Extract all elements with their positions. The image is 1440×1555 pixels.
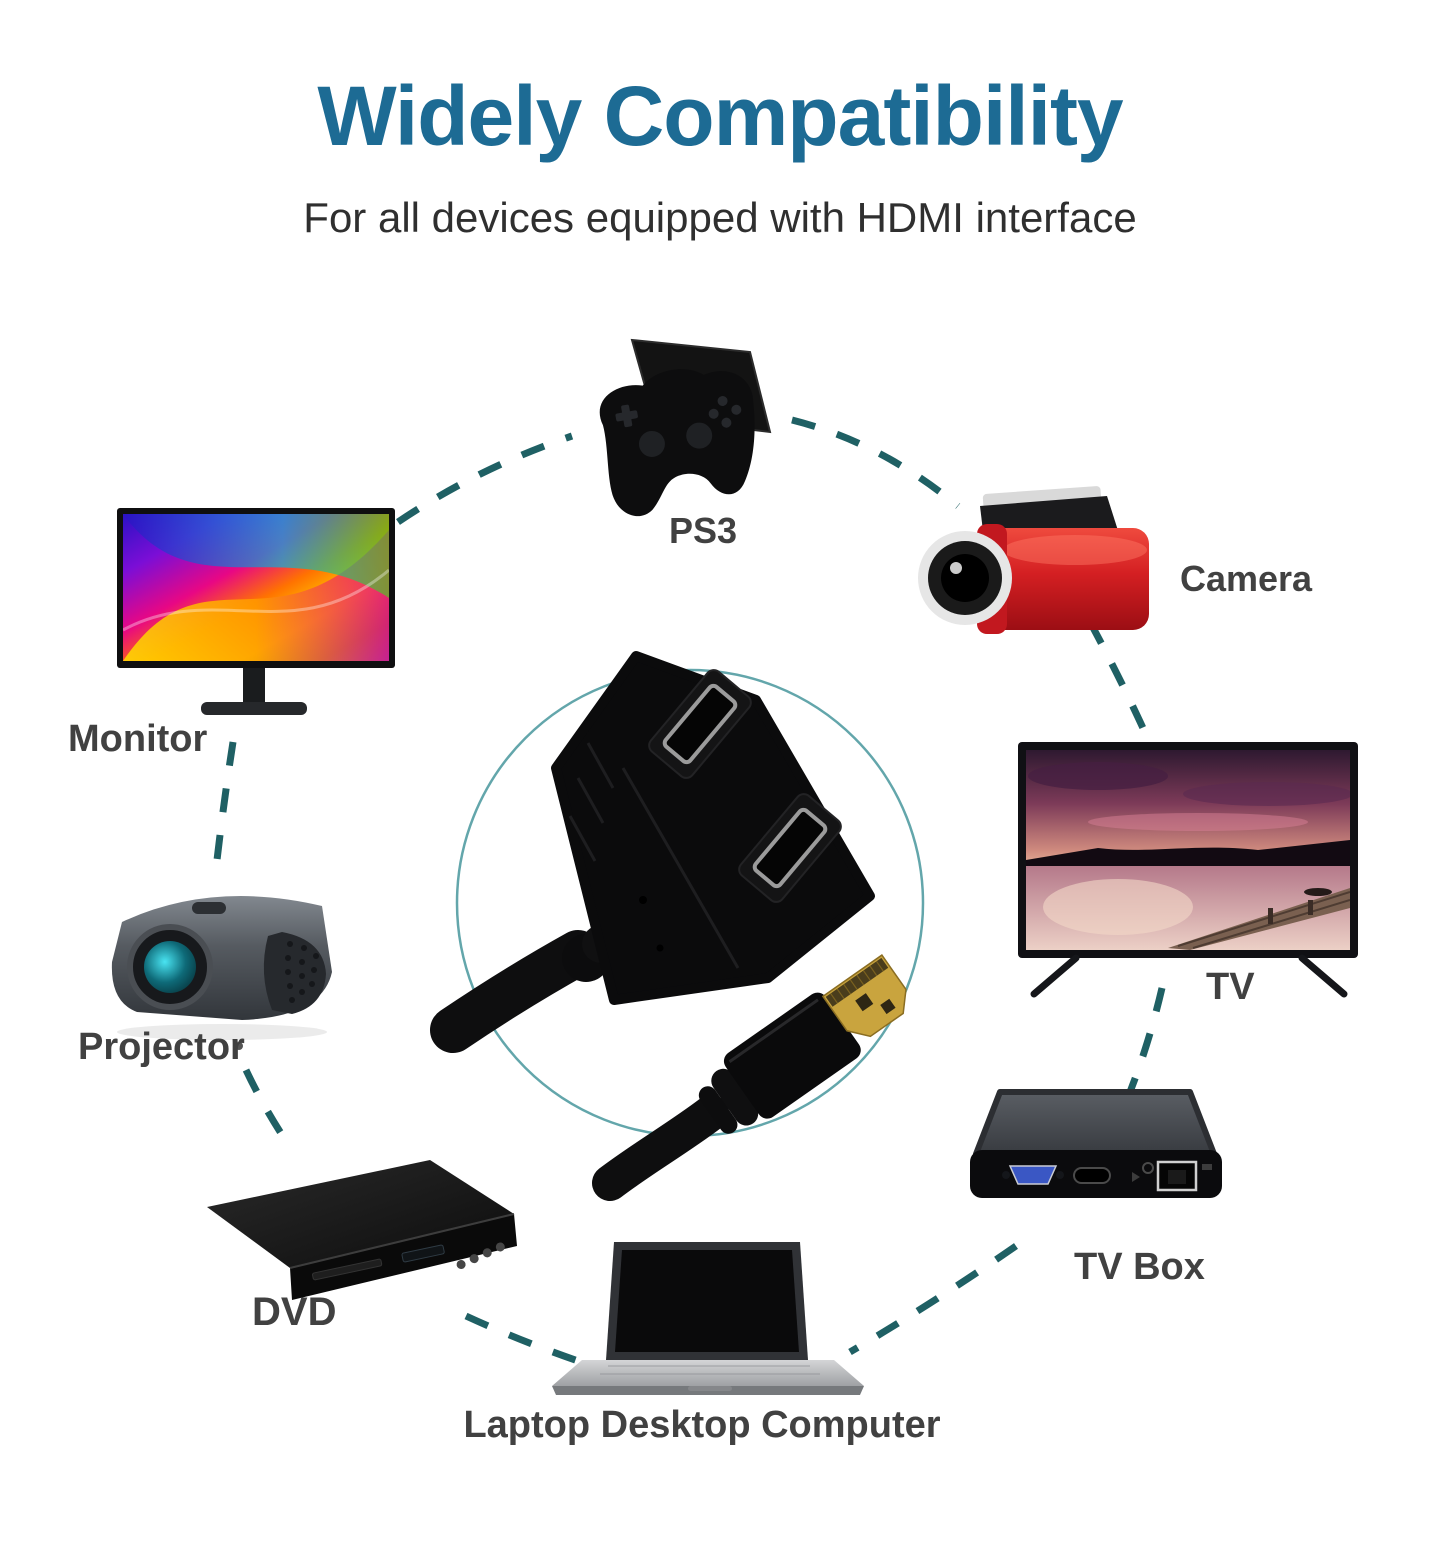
monitor-base (201, 702, 307, 715)
camera-lens-inner (941, 554, 989, 602)
monitor-screen-art (123, 514, 389, 661)
gamepad (599, 369, 755, 517)
ps3-figure (570, 318, 805, 533)
tv-leg-left (1030, 954, 1080, 998)
dvd-tray (312, 1258, 383, 1281)
tv-icon (1018, 742, 1358, 998)
dvd-player-icon (207, 1160, 517, 1300)
hdmi-tip-hole-1 (855, 993, 874, 1012)
projector-icon (111, 896, 333, 1040)
av-port-icon (1073, 1167, 1111, 1184)
projector-figure (92, 862, 357, 1052)
tvbox-top-face (973, 1089, 1217, 1157)
projector-lens (144, 941, 196, 993)
laptop-notch (688, 1386, 732, 1391)
laptop-screen (615, 1250, 799, 1352)
tv-label: TV (1206, 966, 1255, 1008)
laptop-deck (552, 1360, 864, 1386)
splitter-head (551, 651, 875, 1005)
splitter-cable (430, 930, 601, 1053)
monitor-label: Monitor (68, 718, 208, 760)
tv-screen-art (1026, 750, 1350, 950)
vga-screw-right (1056, 1171, 1064, 1179)
dvd-buttons (456, 1242, 505, 1270)
dvd-display (401, 1244, 445, 1263)
laptop-keyboard-lines (600, 1365, 820, 1375)
page-title: Widely Compatibility (317, 69, 1123, 163)
monitor-stand (243, 668, 265, 702)
projector-vent-panel (263, 932, 326, 1014)
dash-projector-dvd (242, 1068, 291, 1146)
tvbox-label: TV Box (1074, 1246, 1205, 1288)
game-console-controller-icon (599, 338, 772, 517)
splitter-screw-dot-2 (656, 944, 664, 952)
camcorder-icon (918, 486, 1149, 634)
projector-vent-dots (285, 941, 319, 1003)
laptop-icon (552, 1242, 864, 1395)
monitor-figure (105, 500, 405, 735)
tv-figure (1018, 742, 1373, 1012)
projector-shadow (117, 1024, 327, 1040)
monitor-icon (117, 508, 395, 715)
dash-monitor-ps3 (396, 432, 574, 525)
camera-body (977, 528, 1149, 630)
dvd-top-face (207, 1160, 514, 1268)
camera-label: Camera (1180, 558, 1313, 599)
laptop-figure (542, 1238, 877, 1416)
set-top-box-icon (970, 1089, 1222, 1198)
camera-lens-glint (950, 562, 962, 574)
splitter-screw-dot (639, 896, 647, 904)
ethernet-port-inner (1168, 1170, 1186, 1184)
vga-port-icon (1008, 1165, 1058, 1185)
hdmi-female-port-2 (738, 793, 842, 903)
hdmi-splitter-figure (430, 648, 943, 1201)
tv-leg-right (1298, 954, 1348, 998)
projector-knob (192, 902, 226, 914)
male-plug-cable (592, 1095, 729, 1201)
dash-monitor-projector (213, 741, 237, 861)
port-small-mark (1202, 1164, 1212, 1170)
tvbox-figure (962, 1078, 1237, 1228)
hdmi-tip-hole-2 (880, 998, 896, 1015)
camera-figure (918, 478, 1180, 653)
hdmi-splitter-photo (430, 651, 925, 1201)
projector-label: Projector (78, 1026, 245, 1068)
port-arrow-mark (1132, 1172, 1140, 1182)
dvd-edge-highlight (289, 1213, 515, 1269)
laptop-label: Laptop Desktop Computer (463, 1404, 941, 1446)
splitter-head-ridges (568, 742, 740, 969)
vga-screw-left (1002, 1171, 1010, 1179)
camera-body-highlight (1003, 535, 1147, 565)
ps3-label: PS3 (668, 510, 738, 551)
port-round-mark (1142, 1162, 1154, 1174)
hdmi-male-plug (698, 954, 907, 1134)
dvd-label: DVD (252, 1290, 337, 1334)
hdmi-female-port-1 (648, 669, 752, 779)
page-subtitle: For all devices equipped with HDMI inter… (303, 194, 1137, 241)
dvd-figure (192, 1152, 527, 1347)
